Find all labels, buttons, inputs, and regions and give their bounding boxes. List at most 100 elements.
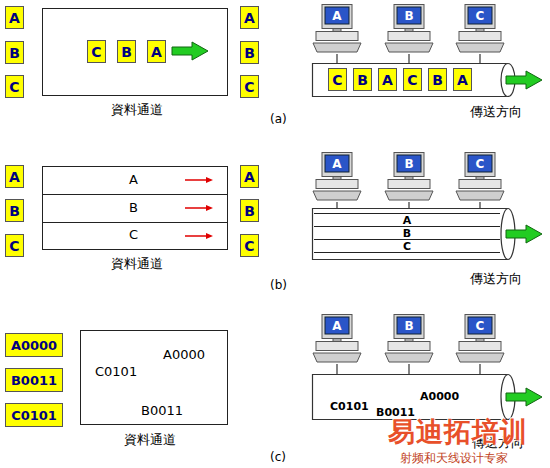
- data-block: C: [5, 234, 24, 257]
- block-text: B0011: [11, 373, 57, 388]
- data-block: A: [240, 165, 259, 188]
- monitor: [322, 153, 352, 177]
- bus-drop-line: [408, 202, 409, 208]
- system-unit: [316, 32, 358, 41]
- computer-node: A: [312, 152, 362, 202]
- block-text: C: [91, 44, 101, 60]
- bus-drop-line: [479, 54, 480, 63]
- channel-caption: 傳送方向: [470, 103, 522, 121]
- screen: [397, 317, 421, 334]
- data-block: C: [403, 68, 422, 91]
- block-text: C: [9, 238, 19, 254]
- keyboard: [456, 43, 504, 52]
- keyboard: [313, 43, 361, 52]
- bus-cable: 傳送方向CBACBA: [312, 63, 508, 97]
- data-text: A0000: [163, 347, 205, 362]
- panel-label: (c): [270, 450, 286, 464]
- data-block: B: [428, 68, 447, 91]
- channel-caption: 傳送方向: [470, 270, 522, 288]
- block-text: B: [357, 72, 368, 88]
- channel-lane: C: [43, 223, 227, 249]
- keyboard: [385, 43, 433, 52]
- block-text: C: [9, 79, 19, 95]
- cable-outline: [312, 208, 518, 262]
- flow-arrow: [172, 42, 208, 60]
- lane-arrow-head: [206, 233, 213, 239]
- cable-lane: A: [314, 213, 500, 227]
- cable-edge: [312, 63, 508, 64]
- bus-drop-line: [336, 54, 337, 63]
- cable-body: [312, 208, 508, 260]
- computer-node: C: [455, 152, 505, 202]
- data-block: A: [453, 68, 472, 91]
- computer-node: A: [312, 4, 362, 54]
- screen-letter: C: [468, 155, 492, 172]
- lane-arrow-head: [206, 205, 213, 211]
- block-text: B: [9, 203, 20, 219]
- block-text: A: [244, 10, 255, 26]
- block-text: A: [244, 169, 255, 185]
- data-block: A: [147, 40, 166, 63]
- screen-letter: A: [325, 317, 349, 334]
- block-text: A0000: [11, 338, 57, 353]
- monitor: [465, 315, 495, 339]
- screen: [468, 7, 492, 24]
- computer-node: C: [455, 314, 505, 364]
- screen: [468, 155, 492, 172]
- data-block: B: [5, 199, 24, 222]
- block-text: C: [332, 72, 342, 88]
- data-block: C: [240, 234, 259, 257]
- monitor: [322, 315, 352, 339]
- block-text: C: [244, 79, 254, 95]
- block-text: A: [382, 72, 393, 88]
- data-channel: 資料通道ABC: [42, 166, 228, 250]
- data-block: C: [328, 68, 347, 91]
- cable-body: [312, 374, 508, 420]
- block-text: B: [244, 203, 255, 219]
- block-text: B: [121, 44, 132, 60]
- bus-drop-line: [479, 364, 480, 374]
- data-block: A0000: [5, 333, 63, 357]
- computer-node: B: [384, 4, 434, 54]
- data-text: B: [129, 200, 138, 215]
- block-text: B: [9, 45, 20, 61]
- cable-end: [501, 375, 515, 420]
- screen: [325, 317, 349, 334]
- computer-node: B: [384, 152, 434, 202]
- block-text: C: [407, 72, 417, 88]
- system-unit: [459, 342, 501, 351]
- watermark: 易迪拓培训: [388, 414, 528, 450]
- data-block: C0101: [5, 403, 63, 427]
- lane-arrow: [185, 235, 207, 237]
- block-text: C: [403, 241, 411, 252]
- screen-letter: C: [468, 7, 492, 24]
- data-block: C: [240, 75, 259, 98]
- data-block: B0011: [5, 368, 63, 392]
- data-text: B0011: [141, 403, 183, 418]
- cable-edge: [312, 96, 508, 97]
- data-block: A: [5, 165, 24, 188]
- lane-arrow: [185, 179, 207, 181]
- direction-arrow: [506, 71, 542, 89]
- channel-caption: 資料通道: [111, 255, 163, 273]
- cable-lane: B: [314, 226, 500, 240]
- keyboard: [456, 353, 504, 362]
- data-block: B: [117, 40, 136, 63]
- lane-arrow-head: [206, 177, 213, 183]
- panel-label: (a): [270, 112, 287, 126]
- system-unit: [459, 180, 501, 189]
- screen-letter: A: [325, 155, 349, 172]
- bus-drop-line: [408, 364, 409, 374]
- cable-edge: [312, 63, 313, 97]
- direction-arrow: [506, 225, 542, 243]
- screen: [397, 7, 421, 24]
- monitor: [394, 153, 424, 177]
- cable-edge: [312, 374, 508, 375]
- system-unit: [316, 180, 358, 189]
- monitor: [322, 5, 352, 29]
- screen: [325, 155, 349, 172]
- block-text: A: [9, 10, 20, 26]
- screen: [468, 317, 492, 334]
- data-channel: 資料通道C0101A0000B0011: [80, 330, 228, 425]
